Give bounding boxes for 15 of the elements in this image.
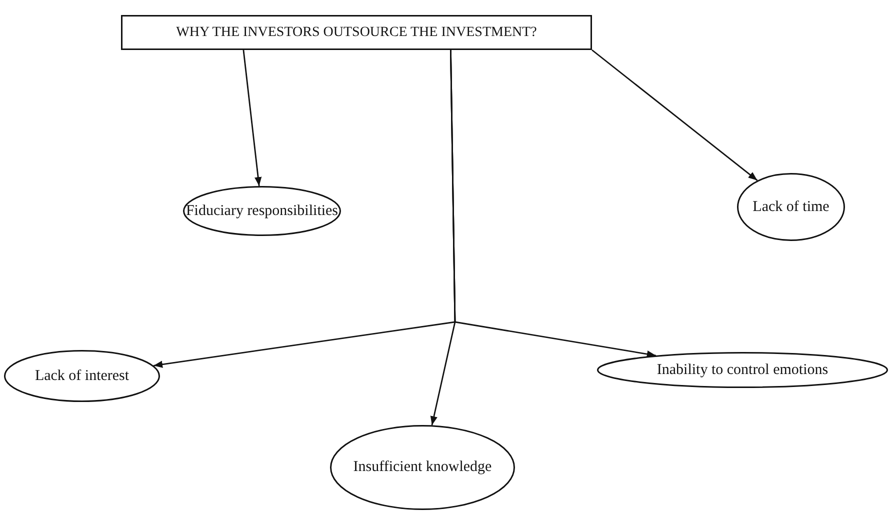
reason-text: Inability to control emotions: [656, 362, 828, 378]
arrow: [592, 49, 758, 181]
reason-text: Lack of time: [752, 198, 830, 216]
title-text: WHY THE INVESTORS OUTSOURCE THE INVESTMENT?: [176, 24, 537, 40]
reason-text: Insufficient knowledge: [353, 459, 492, 476]
reason-ellipse: [597, 352, 888, 388]
reason-ellipse: [4, 350, 160, 402]
reason-text: Lack of interest: [34, 368, 130, 384]
title-box: [121, 15, 592, 50]
reason-ellipse: [330, 425, 515, 510]
arrow: [242, 50, 262, 186]
reason-text: Fiduciary responsibilities: [186, 202, 338, 220]
reason-ellipse: [183, 186, 341, 236]
reason-ellipse: [737, 173, 845, 241]
arrow: [430, 50, 456, 426]
